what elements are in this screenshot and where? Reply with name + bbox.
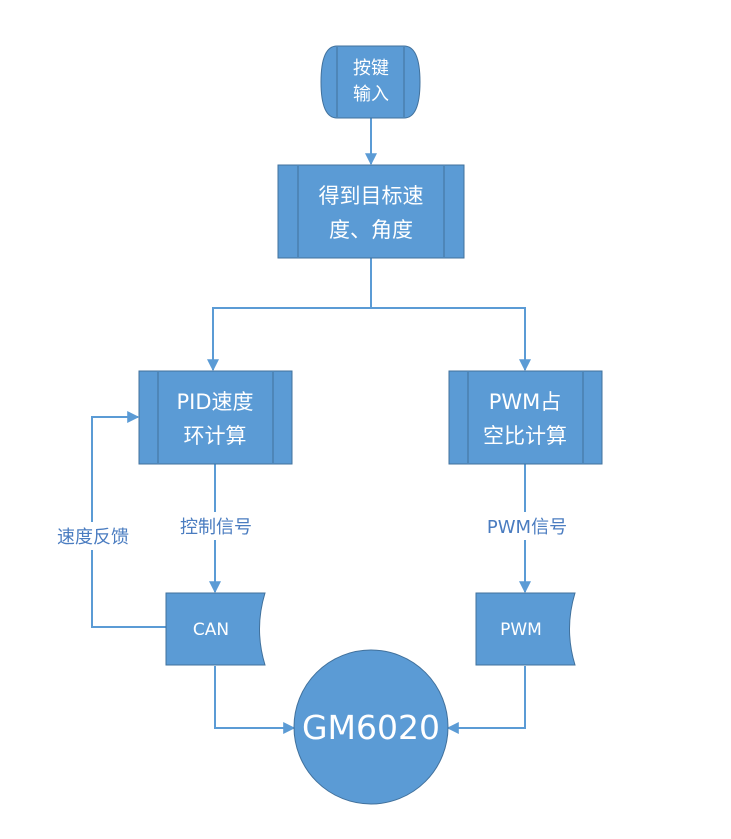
label-control-signal: 控制信号 [180,517,252,538]
svg-text:PID速度: PID速度 [176,390,253,414]
node-pid: PID速度 环计算 [138,370,293,465]
node-pwm: PWM [475,592,576,666]
label-pwm-signal: PWM信号 [487,517,567,538]
svg-text:PWM: PWM [500,620,542,640]
svg-text:GM6020: GM6020 [302,708,440,747]
svg-text:CAN: CAN [193,620,229,640]
edge-to-pwm-calc [371,307,531,372]
svg-text:度、角度: 度、角度 [329,218,413,242]
svg-text:空比计算: 空比计算 [483,424,567,448]
svg-text:得到目标速: 得到目标速 [319,184,424,208]
edge-to-pid [207,307,371,372]
svg-text:PWM占: PWM占 [489,390,562,414]
node-can: CAN [165,592,266,666]
node-key-input: 按键 输入 [320,45,421,119]
edge-pwm-to-motor [446,666,526,734]
svg-text:按键: 按键 [353,58,389,79]
svg-text:输入: 输入 [353,84,389,105]
node-motor: GM6020 [293,649,449,805]
svg-text:环计算: 环计算 [184,424,247,448]
edge-can-to-motor [214,666,296,734]
label-speed-feedback: 速度反馈 [57,527,129,548]
node-pwm-calc: PWM占 空比计算 [448,370,603,465]
node-target: 得到目标速 度、角度 [277,164,465,259]
